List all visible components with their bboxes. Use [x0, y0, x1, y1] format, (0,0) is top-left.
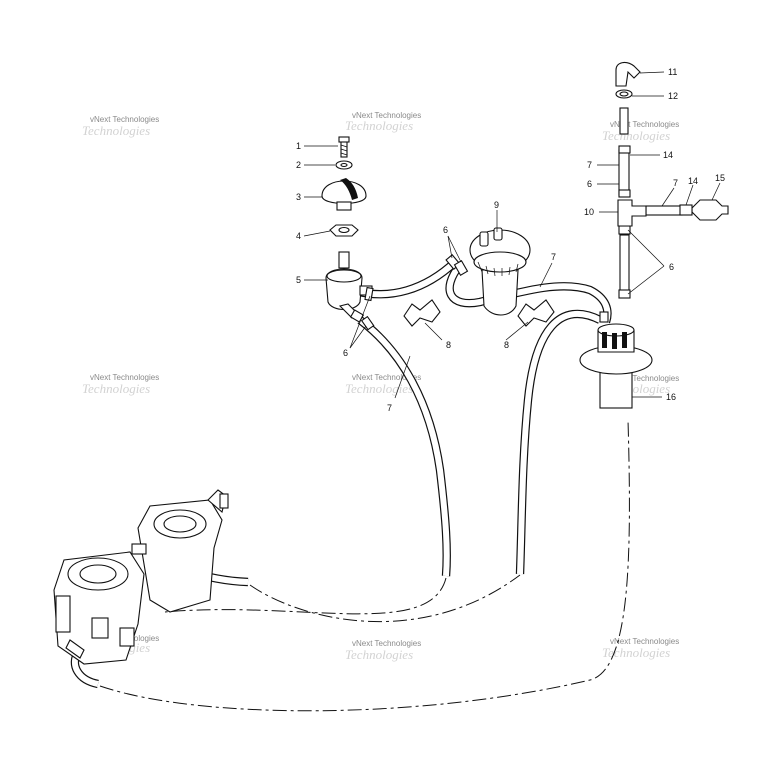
- connector: [619, 107, 629, 135]
- callout-1: 1: [296, 141, 301, 151]
- watermark-ghost: Technologies: [345, 118, 413, 133]
- watermark-text: vNext Technologies: [610, 374, 679, 383]
- callout-5: 5: [296, 275, 301, 285]
- watermark-ghost: Technologies: [345, 381, 413, 396]
- watermark-text: vNext Technologies: [90, 115, 159, 124]
- watermark-ghost: Technologies: [82, 381, 150, 396]
- callout-6: 6: [443, 225, 448, 235]
- callout-8: 8: [446, 340, 451, 350]
- callout-14: 14: [663, 150, 673, 160]
- vent-assembly: [615, 61, 729, 227]
- hose-horizontal-branch: [645, 205, 683, 216]
- filter-neck: [338, 251, 350, 269]
- clamp: [618, 145, 631, 154]
- clamp: [599, 311, 609, 323]
- callout-7: 7: [387, 403, 392, 413]
- callout-7: 7: [551, 252, 556, 262]
- clips: [403, 299, 555, 327]
- hose-clip: [403, 299, 441, 327]
- callout-11: 11: [668, 67, 677, 77]
- callout-16: 16: [666, 392, 676, 402]
- hose-upper-vertical: [618, 149, 630, 196]
- clamp: [364, 286, 374, 302]
- callout-3: 3: [296, 192, 301, 202]
- pickup-tube: [599, 369, 633, 409]
- callout-4: 4: [296, 231, 301, 241]
- clamp: [618, 189, 631, 198]
- fuel-filter-assembly: [321, 136, 373, 323]
- check-valve: [691, 199, 729, 221]
- routing-line-upper: [249, 574, 521, 623]
- dome-cap: [321, 180, 367, 205]
- watermark-ghost: Technologies: [602, 645, 670, 660]
- fuel-filter-canister: [469, 227, 531, 316]
- callout-14: 14: [688, 176, 698, 186]
- leader-lines: [303, 71, 721, 399]
- watermark-text: vNext Technologies: [352, 639, 421, 648]
- callout-2: 2: [296, 160, 301, 170]
- elbow-fitting: [615, 61, 641, 87]
- callout-6: 6: [343, 348, 348, 358]
- clamp: [618, 289, 631, 299]
- hose-clamps: [360, 145, 631, 331]
- callout-6: 6: [669, 262, 674, 272]
- callout-7: 7: [587, 160, 592, 170]
- routing-line-lower: [99, 419, 630, 712]
- callout-8: 8: [504, 340, 509, 350]
- clamp: [453, 260, 469, 276]
- callout-7: 7: [673, 178, 678, 188]
- routing-line-mid: [164, 577, 447, 615]
- watermark-ghost: Technologies: [602, 128, 670, 143]
- callout-12: 12: [668, 91, 678, 101]
- watermark-ghost: Technologies: [345, 647, 413, 662]
- callout-9: 9: [494, 200, 499, 210]
- tee-fitting: [617, 199, 647, 227]
- watermark-text: vNext Technologies: [90, 373, 159, 382]
- callout-6: 6: [587, 179, 592, 189]
- canister-bowl: [481, 269, 519, 316]
- callout-labels: 1 2 3 4 5 6 6 6 6 7 7 7 7 8 8 9 10 11 12…: [296, 67, 725, 413]
- callout-15: 15: [715, 173, 725, 183]
- fuel-pickup: [579, 323, 653, 409]
- callout-10: 10: [584, 207, 594, 217]
- watermark-ghost: Technologies: [82, 123, 150, 138]
- routing-lines: [99, 419, 630, 712]
- watermark-text: vNext Technologies: [352, 373, 421, 382]
- watermark-text: vNext Technologies: [610, 637, 679, 646]
- carburetors: [53, 489, 229, 665]
- watermark-text: vNext Technologies: [610, 120, 679, 129]
- hose-clip: [517, 299, 555, 327]
- watermark-text: vNext Technologies: [352, 111, 421, 120]
- clamp: [360, 315, 375, 331]
- hose-lower-vertical: [619, 234, 630, 296]
